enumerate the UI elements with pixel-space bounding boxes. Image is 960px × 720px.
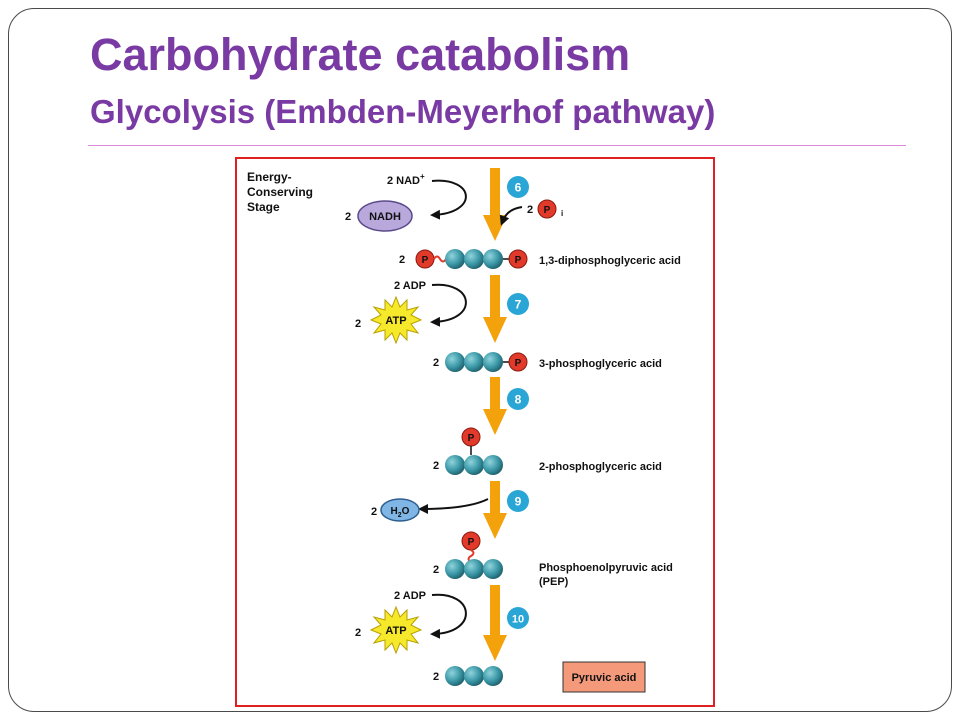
pi-coefficient: 2	[527, 204, 533, 216]
nadh-molecule: NADH	[357, 200, 413, 232]
coef-3: 2	[433, 460, 439, 472]
molecule-phosphoenolpyruvic: P	[445, 531, 503, 579]
stage-label-line3: Stage	[247, 200, 280, 214]
svg-text:P: P	[468, 433, 475, 444]
slide-title: Carbohydrate catabolism	[90, 29, 631, 80]
pi-subscript: i	[561, 209, 563, 218]
glycolysis-svg: Energy- Conserving Stage 6 2 NAD+ 2 NADH…	[247, 168, 681, 693]
nadh-coefficient: 2	[345, 211, 351, 223]
svg-text:P: P	[515, 358, 522, 369]
step10-badge: 10	[507, 607, 529, 629]
slide-subtitle: Glycolysis (Embden-Meyerhof pathway)	[90, 93, 716, 130]
adp-label-1: 2 ADP	[394, 280, 426, 292]
svg-text:P: P	[544, 205, 551, 216]
main-arrow-step10	[483, 585, 507, 661]
main-arrow-step6	[483, 168, 507, 241]
main-arrow-step8	[483, 377, 507, 435]
svg-text:P: P	[422, 255, 429, 266]
svg-text:P: P	[468, 537, 475, 548]
step6-badge: 6	[507, 176, 529, 198]
atp-coefficient-2: 2	[355, 627, 361, 639]
compound-2-phosphoglyceric: 2-phosphoglyceric acid	[539, 461, 662, 473]
svg-text:NADH: NADH	[369, 211, 401, 223]
step8-badge: 8	[507, 388, 529, 410]
step7-badge: 7	[507, 293, 529, 315]
h2o-release-arrow	[418, 498, 489, 514]
compound-13-diphosphoglyceric: 1,3-diphosphoglyceric acid	[539, 255, 681, 267]
svg-text:ATP: ATP	[385, 315, 406, 327]
adp-to-atp-arrow-2	[430, 593, 467, 639]
compound-pyruvic: Pyruvic acid	[572, 672, 637, 684]
compound-pep-line1: Phosphoenolpyruvic acid	[539, 562, 673, 574]
main-arrow-step7	[483, 275, 507, 343]
svg-text:6: 6	[515, 181, 522, 195]
h2o-coefficient: 2	[371, 506, 377, 518]
molecule-3-phosphoglyceric: P	[445, 352, 528, 372]
slide-frame	[8, 8, 952, 712]
adp-to-atp-arrow-1	[430, 283, 467, 327]
phosphate-pi: P	[537, 199, 557, 219]
compound-3-phosphoglyceric: 3-phosphoglyceric acid	[539, 358, 662, 370]
coef-5: 2	[433, 671, 439, 683]
svg-text:H2O: H2O	[391, 506, 410, 519]
stage-label-line2: Conserving	[247, 185, 313, 199]
stage-label-line1: Energy-	[247, 170, 292, 184]
pyruvic-acid-box: Pyruvic acid	[562, 661, 646, 693]
atp-coefficient-1: 2	[355, 318, 361, 330]
coef-4: 2	[433, 564, 439, 576]
svg-text:9: 9	[515, 495, 522, 509]
main-arrow-step9	[483, 481, 507, 539]
svg-text:ATP: ATP	[385, 625, 406, 637]
coef-2: 2	[433, 357, 439, 369]
pi-input-arrow	[499, 206, 523, 226]
molecule-2-phosphoglyceric: P	[445, 427, 503, 475]
water-molecule: H2O	[380, 498, 420, 522]
svg-text:7: 7	[515, 298, 522, 312]
nad-label: 2 NAD+	[387, 172, 425, 187]
atp-burst-1: ATP	[369, 295, 423, 345]
svg-text:8: 8	[515, 393, 522, 407]
molecule-13-diphosphoglyceric: P P	[415, 249, 528, 269]
adp-label-2: 2 ADP	[394, 590, 426, 602]
compound-pep-line2: (PEP)	[539, 576, 569, 588]
svg-text:10: 10	[512, 614, 524, 626]
coef-1: 2	[399, 254, 405, 266]
title-divider	[88, 145, 906, 146]
glycolysis-diagram: Energy- Conserving Stage 6 2 NAD+ 2 NADH…	[235, 157, 715, 707]
svg-text:P: P	[515, 255, 522, 266]
molecule-pyruvic	[445, 666, 503, 686]
step9-badge: 9	[507, 490, 529, 512]
nad-to-nadh-arrow	[430, 179, 467, 220]
atp-burst-2: ATP	[369, 605, 423, 655]
